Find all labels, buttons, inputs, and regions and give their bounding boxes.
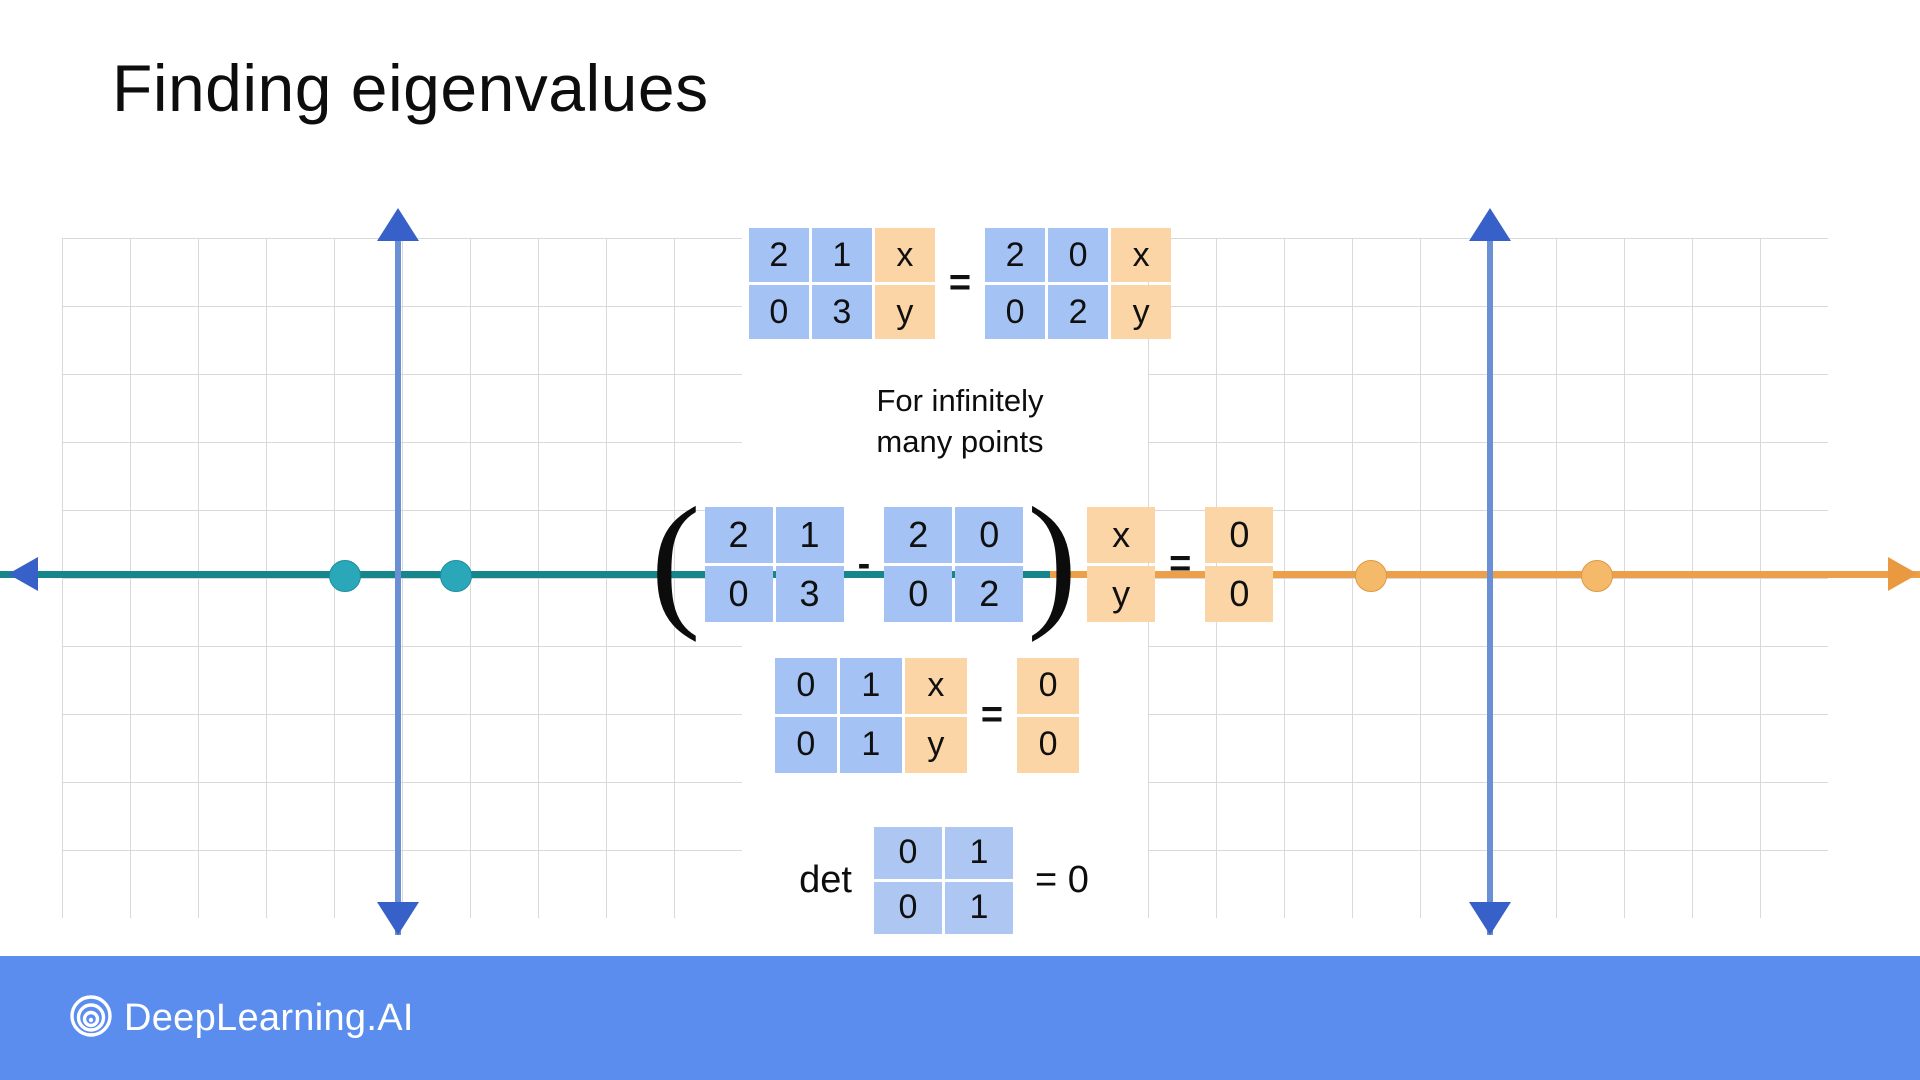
matrix-cell: 2 <box>985 228 1046 282</box>
vector-cell: 0 <box>1205 506 1274 563</box>
vector-cell: y <box>1087 565 1156 622</box>
vector-cell: 0 <box>1017 716 1080 773</box>
eigenvector-point-orange-1 <box>1355 560 1387 592</box>
page-title: Finding eigenvalues <box>112 51 709 125</box>
equals-operator: = <box>948 262 972 304</box>
vector-cell: x <box>1087 506 1156 563</box>
eigenvector-point-teal-1 <box>329 560 361 592</box>
det-result: = 0 <box>1034 858 1089 901</box>
result-vector-row2: 0 0 <box>1205 506 1274 622</box>
annotation-text: For infinitely many points <box>0 381 1920 463</box>
matrix-row4: 0 1 0 1 <box>873 826 1013 934</box>
vector-cell: x <box>874 228 935 282</box>
matrix-cell: 2 <box>1048 285 1109 339</box>
matrix-cell: 0 <box>985 285 1046 339</box>
vector-cell: y <box>904 716 967 773</box>
vertical-axis-right <box>1487 215 1493 935</box>
matrix-cell: 1 <box>944 881 1013 934</box>
matrix-b-row1: 2 0 0 2 <box>985 228 1109 339</box>
matrix-cell: 1 <box>944 826 1013 879</box>
matrix-cell: 0 <box>774 657 837 714</box>
matrix-cell: 1 <box>839 657 902 714</box>
vertical-axis-left <box>395 215 401 935</box>
matrix-cell: 2 <box>748 228 809 282</box>
matrix-cell: 1 <box>839 716 902 773</box>
vector-cell: x <box>904 657 967 714</box>
footer-bar: DeepLearning.AI <box>0 956 1920 1080</box>
equation-row-2: ( 2 1 0 3 - 2 0 0 2 ) x y = 0 0 <box>0 485 1920 635</box>
arrow-left-icon <box>8 557 38 591</box>
matrix-cell: 2 <box>884 506 953 563</box>
vector-row3: x y <box>904 657 967 773</box>
matrix-a-row1: 2 1 0 3 <box>748 228 872 339</box>
matrix-cell: 2 <box>955 565 1024 622</box>
matrix-row3: 0 1 0 1 <box>774 657 902 773</box>
matrix-a-row2: 2 1 0 3 <box>704 506 844 622</box>
equation-stack: 2 1 0 3 x y = 2 0 0 2 x y For infinitely… <box>0 228 1920 934</box>
arrow-down-left-icon <box>377 902 419 935</box>
vector-cell: y <box>1111 285 1172 339</box>
matrix-cell: 0 <box>873 881 942 934</box>
equation-row-3: 0 1 0 1 x y = 0 0 <box>0 657 1920 773</box>
arrow-down-right-icon <box>1469 902 1511 935</box>
vector-b-row1: x y <box>1111 228 1172 339</box>
equals-operator: = <box>1169 542 1192 585</box>
result-vector-row3: 0 0 <box>1017 657 1080 773</box>
vector-a-row1: x y <box>874 228 935 339</box>
annotation-line-1: For infinitely <box>876 383 1044 418</box>
matrix-cell: 0 <box>774 716 837 773</box>
equals-operator: = <box>980 693 1004 736</box>
matrix-cell: 0 <box>704 565 773 622</box>
annotation-line-2: many points <box>876 423 1044 459</box>
matrix-cell: 3 <box>775 565 844 622</box>
horizontal-axis-teal <box>0 571 1100 578</box>
matrix-cell: 0 <box>748 285 809 339</box>
deeplearning-swirl-logo-icon <box>70 994 112 1042</box>
minus-operator: - <box>857 542 871 585</box>
matrix-cell: 2 <box>704 506 773 563</box>
vector-cell: 0 <box>1205 565 1274 622</box>
vector-cell: y <box>874 285 935 339</box>
equation-row-1: 2 1 0 3 x y = 2 0 0 2 x y <box>0 228 1920 339</box>
matrix-cell: 0 <box>1048 228 1109 282</box>
matrix-b-row2: 2 0 0 2 <box>884 506 1024 622</box>
matrix-cell: 1 <box>811 228 872 282</box>
eigenvector-point-orange-2 <box>1581 560 1613 592</box>
vector-cell: 0 <box>1017 657 1080 714</box>
matrix-cell: 0 <box>955 506 1024 563</box>
vector-cell: x <box>1111 228 1172 282</box>
horizontal-axis-orange <box>1050 571 1920 578</box>
grid-plane-left <box>62 238 742 918</box>
arrow-up-right-icon <box>1469 208 1511 241</box>
matrix-cell: 1 <box>775 506 844 563</box>
brand-text: DeepLearning.AI <box>124 996 414 1039</box>
equation-row-4: det 0 1 0 1 = 0 <box>0 826 1920 934</box>
arrow-right-icon <box>1888 557 1918 591</box>
matrix-cell: 0 <box>873 826 942 879</box>
det-label: det <box>799 858 852 901</box>
vector-row2: x y <box>1087 506 1156 622</box>
arrow-up-left-icon <box>377 208 419 241</box>
brand: DeepLearning.AI <box>70 994 414 1042</box>
matrix-cell: 3 <box>811 285 872 339</box>
eigenvector-point-teal-2 <box>440 560 472 592</box>
matrix-cell: 0 <box>884 565 953 622</box>
